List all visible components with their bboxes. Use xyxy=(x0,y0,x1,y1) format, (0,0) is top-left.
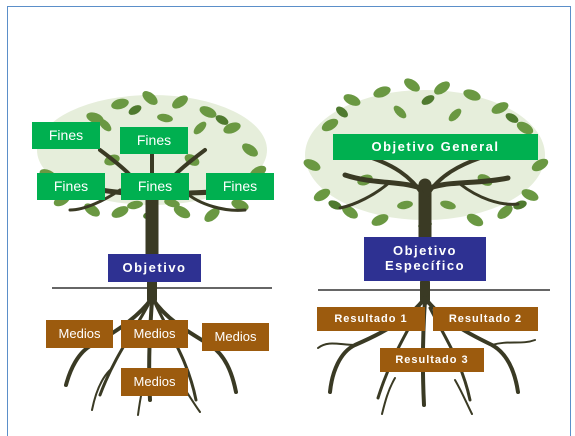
medios-box-2: Medios xyxy=(121,320,188,348)
resultado-box-1: Resultado 1 xyxy=(317,307,425,331)
fines-box-5: Fines xyxy=(206,173,274,200)
fines-box-1: Fines xyxy=(32,122,100,149)
fines-box-3: Fines xyxy=(37,173,105,200)
resultado-box-2: Resultado 2 xyxy=(433,307,538,331)
resultado-box-3: Resultado 3 xyxy=(380,348,484,372)
medios-box-3: Medios xyxy=(202,323,269,351)
slide-frame xyxy=(7,6,571,436)
objetivo-especifico-box: Objetivo Específico xyxy=(364,237,486,281)
medios-box-1: Medios xyxy=(46,320,113,348)
right-tree-trunk xyxy=(338,156,520,247)
medios-box-4: Medios xyxy=(121,368,188,396)
fines-box-2: Fines xyxy=(120,127,188,154)
objetivo-general-box: Objetivo General xyxy=(333,134,538,160)
objetivo-box: Objetivo xyxy=(108,254,201,282)
fines-box-4: Fines xyxy=(121,173,189,200)
